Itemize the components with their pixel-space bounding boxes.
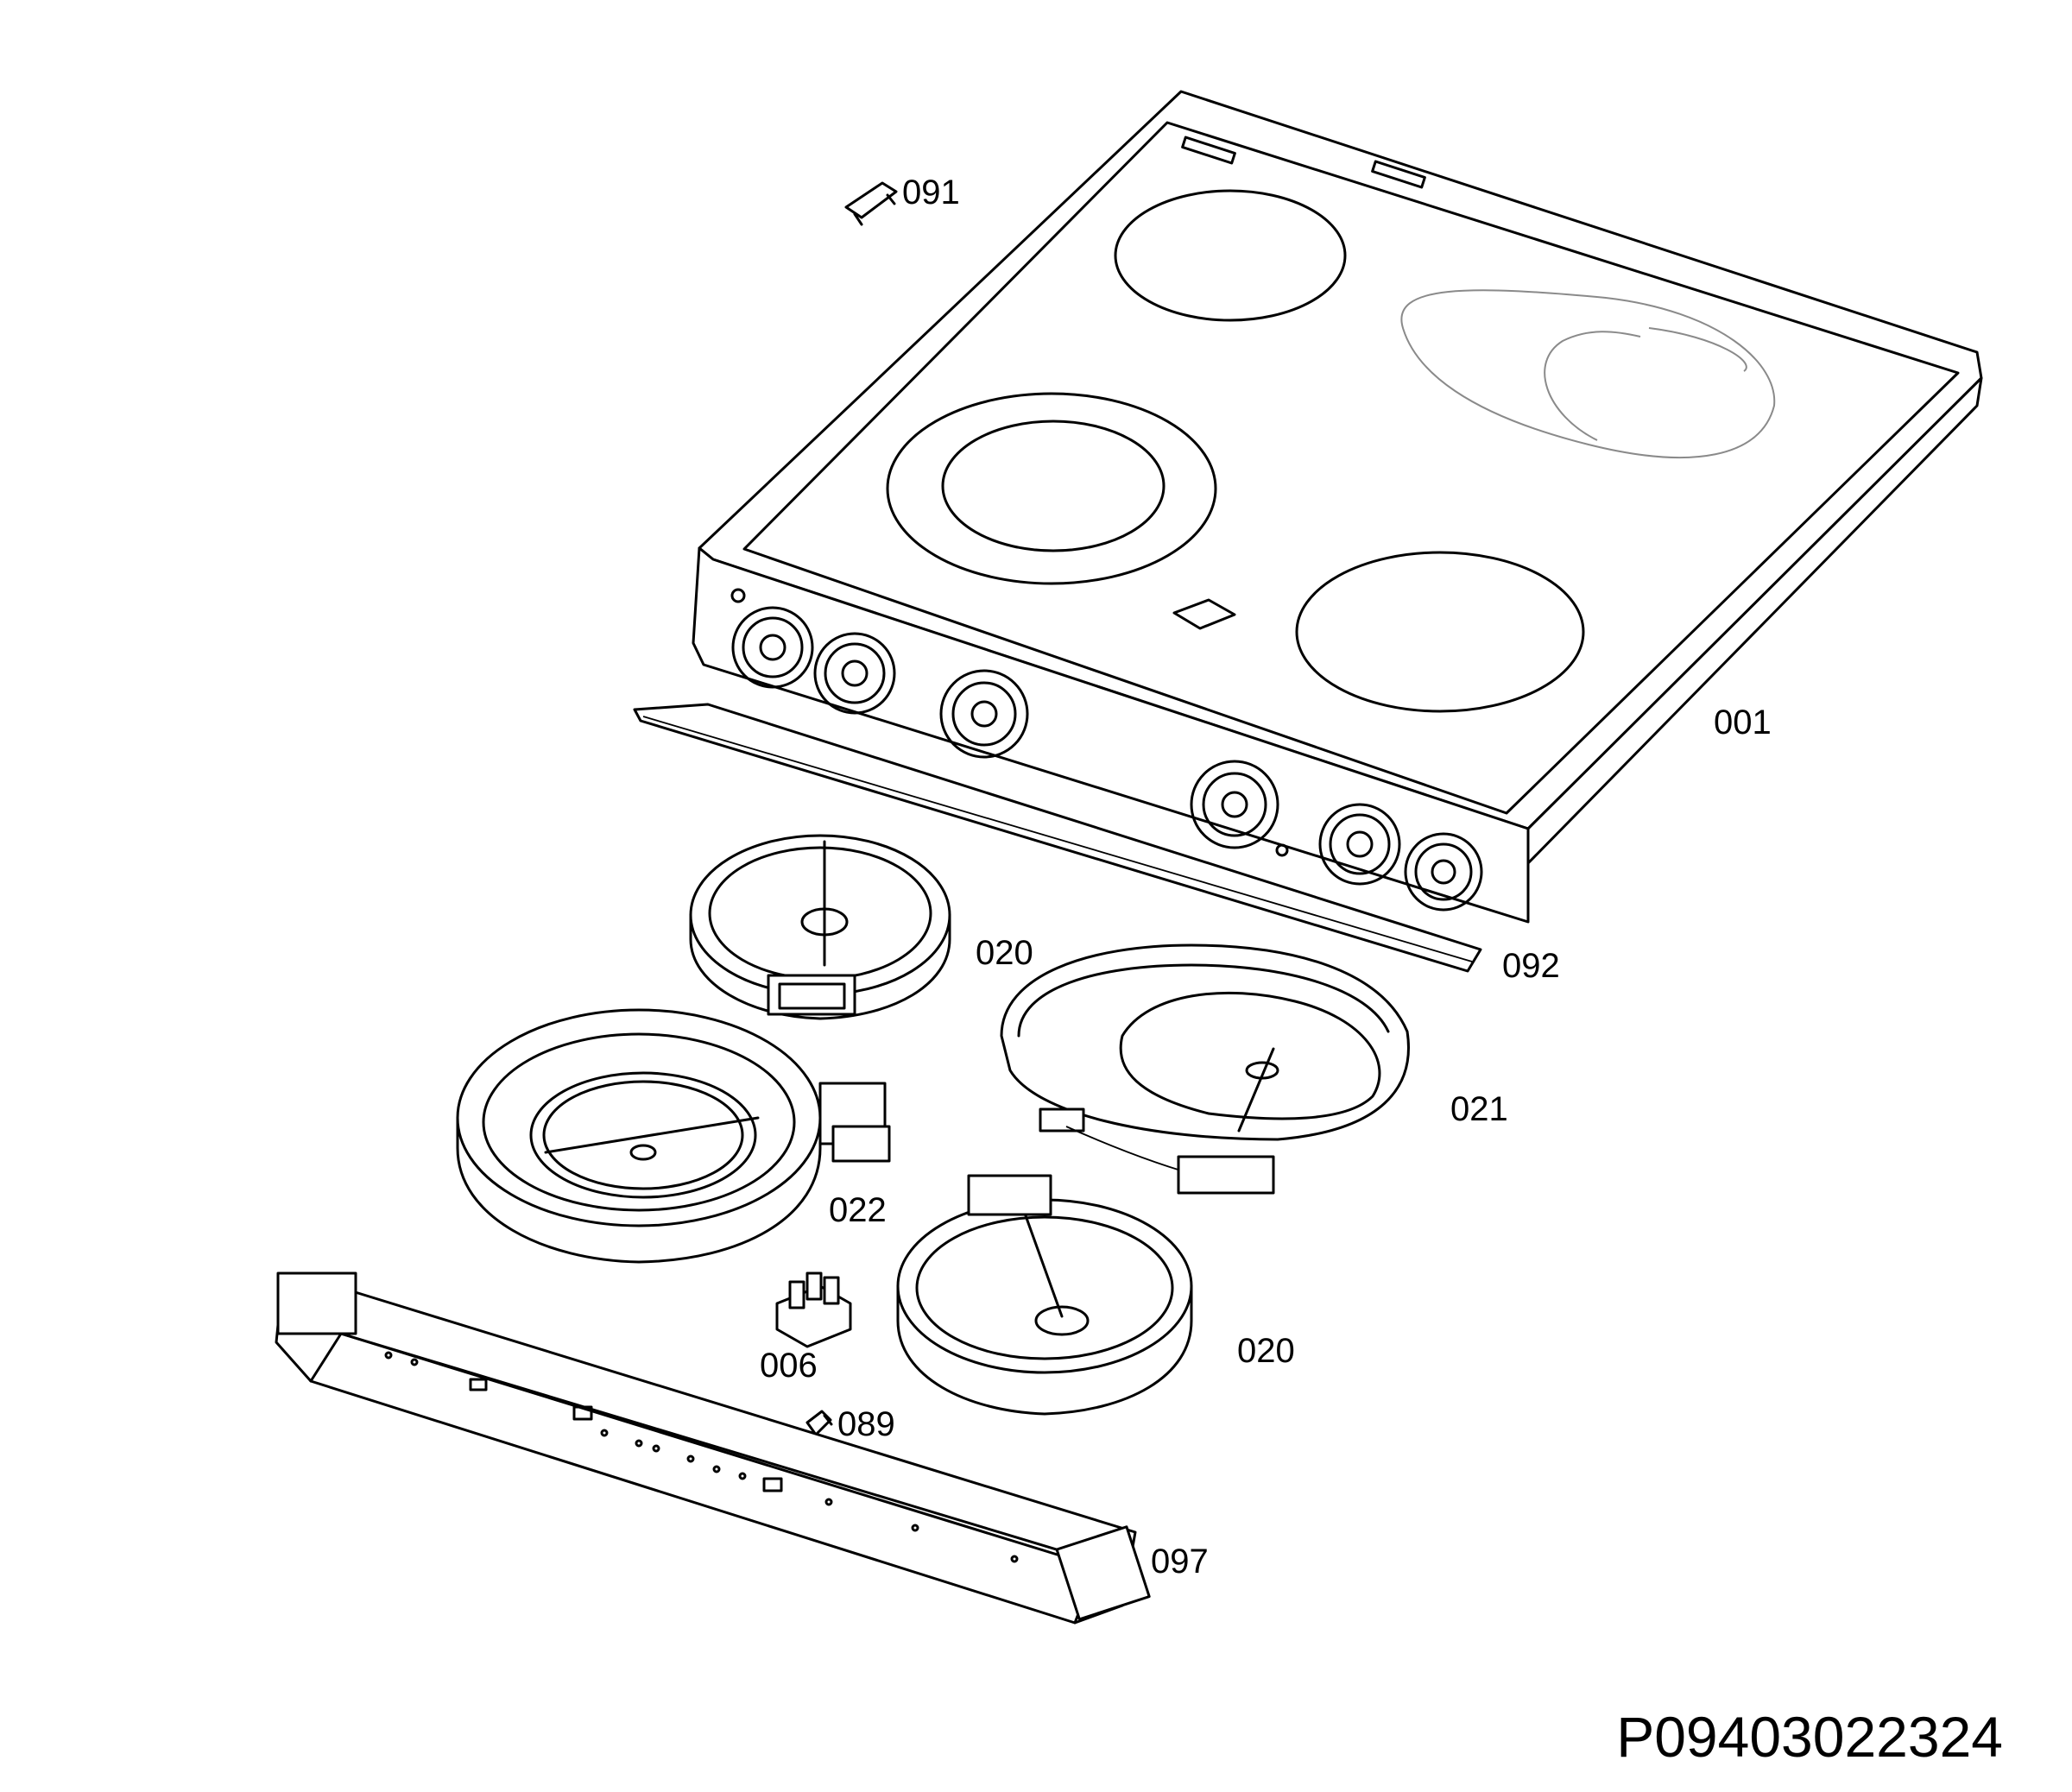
part-label-006: 006 xyxy=(760,1347,818,1385)
part-label-091: 091 xyxy=(902,174,960,211)
hob-top-part xyxy=(692,90,1983,924)
front-strip-part xyxy=(633,703,1482,973)
support-rail-part xyxy=(275,1271,1151,1625)
part-label-092: 092 xyxy=(1502,947,1560,985)
terminal-block-part xyxy=(775,1271,852,1348)
part-label-097: 097 xyxy=(1151,1543,1209,1581)
part-label-021: 021 xyxy=(1450,1090,1508,1128)
heater-oval-part xyxy=(1000,943,1410,1195)
part-label-022: 022 xyxy=(829,1191,887,1229)
heater-small-upper-part xyxy=(689,834,951,1020)
part-label-020-upper: 020 xyxy=(976,934,1033,972)
heater-dual-part xyxy=(456,1008,891,1264)
part-label-020-lower: 020 xyxy=(1237,1332,1295,1370)
part-label-001: 001 xyxy=(1714,704,1772,741)
heater-small-lower-part xyxy=(896,1174,1193,1416)
part-label-089: 089 xyxy=(837,1405,895,1443)
drawing-id: P09403022324 xyxy=(1616,1705,2003,1769)
clip-top-part xyxy=(844,181,898,226)
